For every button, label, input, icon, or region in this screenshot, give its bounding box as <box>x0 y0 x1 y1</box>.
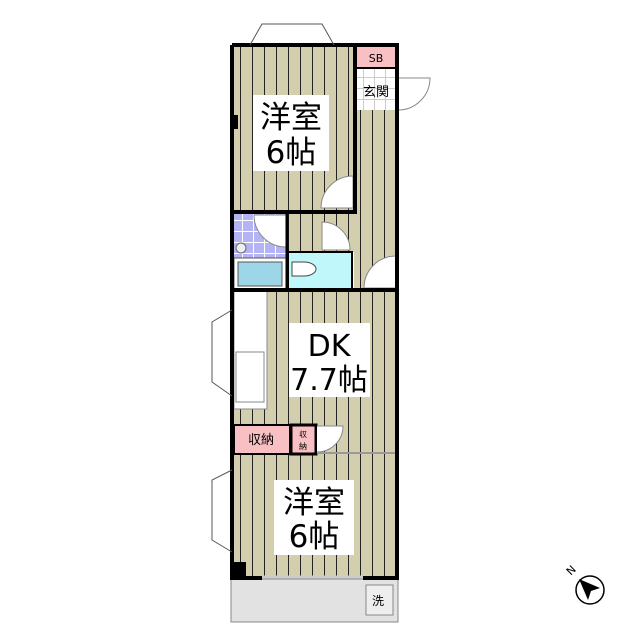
toilet-icon <box>291 261 317 277</box>
storage-large <box>233 424 291 455</box>
storage-small-label-1: 収 <box>299 429 307 439</box>
dk-name: DK <box>308 329 352 364</box>
compass-north-label: N <box>564 563 579 578</box>
room-bottom-name: 洋室 <box>283 485 345 521</box>
kitchen-sink <box>235 351 265 403</box>
dk-size: 7.7帖 <box>290 363 368 398</box>
room-bottom-size: 6帖 <box>289 519 340 555</box>
bathtub <box>237 261 283 287</box>
entrance-label: 玄関 <box>363 85 389 100</box>
corridor-door[interactable] <box>363 255 397 289</box>
room-top-size: 6帖 <box>266 135 317 171</box>
entrance-floor <box>356 68 396 110</box>
storage-large-label: 収納 <box>248 433 274 448</box>
compass-icon: N <box>564 563 605 605</box>
room-top-name: 洋室 <box>260 100 322 136</box>
shoe-box <box>356 47 396 68</box>
sink-icon <box>235 242 247 254</box>
shoe-box-label: SB <box>369 52 384 65</box>
pillar-top <box>232 115 238 129</box>
toilet-door[interactable] <box>321 221 351 251</box>
storage-door[interactable] <box>316 425 344 453</box>
bath-door[interactable] <box>253 214 287 248</box>
storage-small <box>289 423 318 456</box>
pillar <box>232 562 246 578</box>
entrance-door[interactable] <box>396 77 431 111</box>
washer-space <box>365 584 394 616</box>
storage-small-label-2: 納 <box>299 441 307 451</box>
washer-label: 洗 <box>372 594 384 608</box>
bay-windows <box>211 23 335 553</box>
room-top-door[interactable] <box>320 175 354 209</box>
